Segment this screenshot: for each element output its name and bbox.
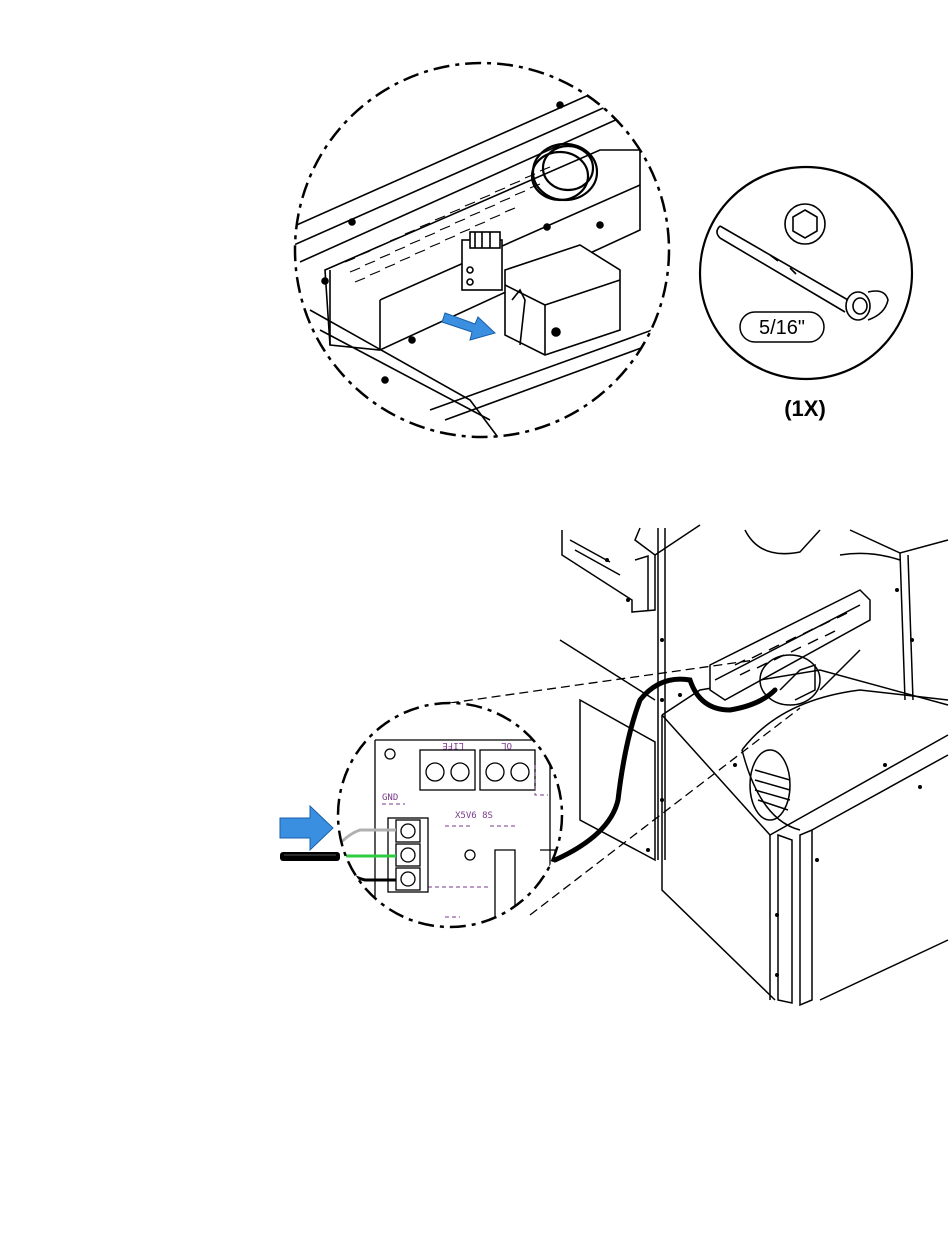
heater-detail-view: [290, 63, 690, 440]
hex-nut-icon: [785, 204, 825, 244]
terminal-detail-view: LIFE OL GND X5V6 8S: [330, 700, 570, 945]
board-label-gnd: GND: [382, 793, 398, 803]
board-label-ol: OL: [501, 740, 512, 750]
board-label-life: LIFE: [442, 740, 464, 750]
quantity-label: (1X): [784, 396, 826, 421]
board-label-middle: X5V6 8S: [455, 811, 493, 821]
remove-direction-arrow: [442, 313, 495, 340]
size-label: 5/16": [759, 317, 805, 339]
terminal-block: [462, 232, 502, 290]
tool-circle-border: [700, 167, 912, 379]
blower-wheel: [742, 690, 948, 830]
hex-nut-driver-icon: [717, 226, 888, 320]
wiring-direction-arrow: [280, 806, 333, 850]
heater-assembly: [710, 590, 870, 705]
incoming-power-cable: [280, 852, 340, 861]
tool-callout: 5/16" (1X): [700, 167, 912, 421]
air-handler-cabinet: [560, 525, 948, 1005]
